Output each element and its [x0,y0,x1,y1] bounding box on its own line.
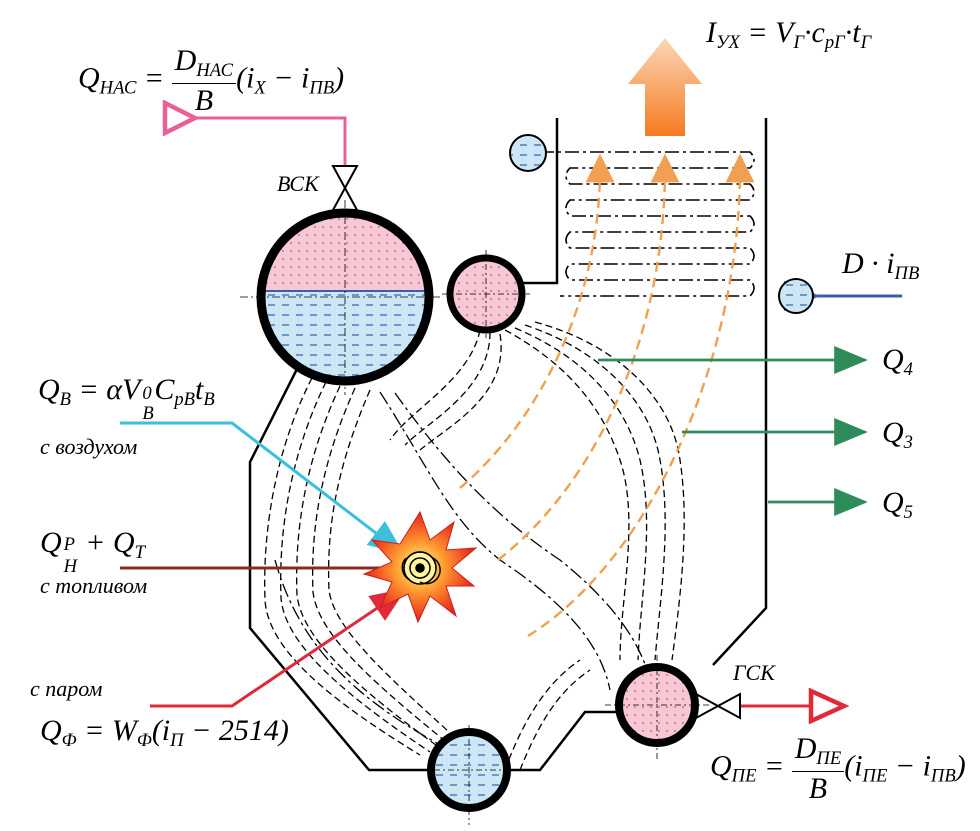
q4-label: Q4 [882,343,913,380]
q-f-formula: QФ = WФ(iП − 2514) [40,714,289,751]
saturated-steam-line [192,118,347,178]
flue-gas-arrow [628,38,702,136]
steam-in-line [150,588,407,708]
drum-icon [420,725,520,825]
q5-label: Q5 [882,486,913,523]
loss-arrows [598,346,868,516]
header-icon [509,134,547,172]
steam-label: с паром [30,676,103,701]
vsk-label: ВСК [277,171,319,196]
fuel-label: с топливом [40,573,148,598]
header-icon [605,655,710,760]
water-wall-tubes [264,321,685,771]
d-ipv-formula: D · iПВ [842,247,920,284]
i-ux-formula: IУХ = VГ·cpГ·tГ [706,16,872,53]
air-line [120,421,405,555]
air-label: с воздухом [40,434,138,459]
boiler-outline [248,118,768,772]
superheater-coils [540,151,755,297]
gsk-label: ГСК [733,660,775,685]
burner-icon [401,551,441,585]
valve-icon[interactable] [695,692,741,720]
header-icon [778,278,814,314]
drum-icon [240,200,440,395]
gas-flow-paths [459,153,755,638]
q3-label: Q3 [882,416,913,453]
valve-icon[interactable] [331,165,359,211]
header-icon [442,250,530,338]
